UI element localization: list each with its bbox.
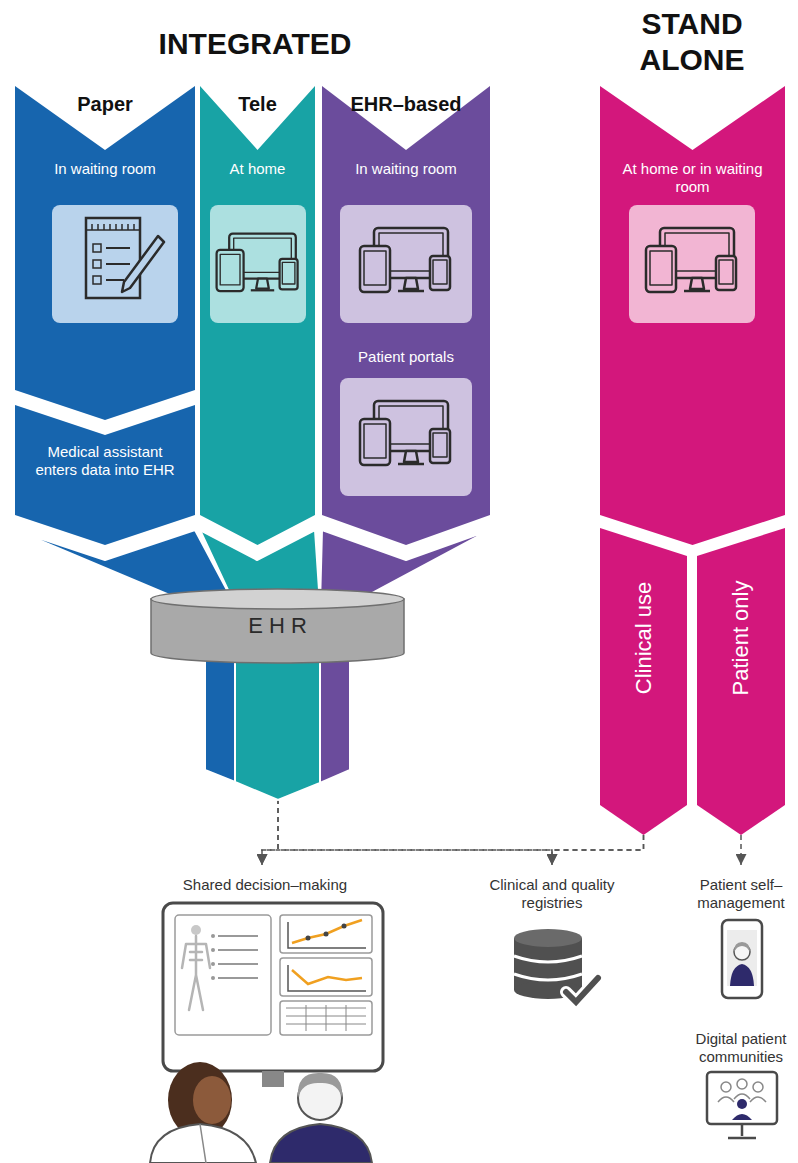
node-text: At home (208, 160, 307, 178)
node-text: Digital patient communities (687, 1030, 795, 1066)
registry-database-icon (514, 929, 598, 1002)
band-fill (697, 528, 785, 835)
node-text: E H R (158, 613, 397, 639)
ehr-cylinder: E H R (150, 588, 405, 664)
outcome-item: Shared decision–making (150, 866, 380, 898)
dashed-connector (262, 664, 278, 865)
dashed-connector (552, 835, 644, 865)
band-fill (322, 86, 490, 545)
text-slot: Clinical and quality registries (464, 876, 640, 912)
node-text: At home or in waiting room (618, 160, 768, 196)
node-text: Shared decision–making (155, 876, 375, 894)
input-band: Paper In waiting room (15, 86, 195, 420)
node-text: Patient only (728, 581, 754, 696)
band-heading: Tele (208, 92, 307, 116)
community-monitor-icon (707, 1072, 777, 1138)
chevron-band-outline (200, 86, 315, 545)
device-icon (340, 378, 472, 496)
chevron-band-outline (15, 86, 195, 420)
standalone-branch: Patient only (697, 528, 785, 835)
dashed-connector (740, 835, 742, 865)
text-slot: Shared decision–making (155, 876, 375, 894)
text-slot: E H R (158, 613, 397, 639)
device-icon (210, 205, 306, 323)
text-slot: In waiting room (23, 160, 187, 178)
standalone-branch: Clinical use (600, 528, 687, 835)
cylinder-top (151, 589, 404, 609)
chevron-band-outline (600, 86, 785, 545)
paper-form-icon (52, 205, 178, 323)
band-heading: EHR–based (330, 92, 482, 116)
outcome-item: Patient self–management (686, 866, 796, 916)
tele-funnel (200, 530, 320, 800)
text-slot: Paper (23, 92, 187, 116)
text-slot: Patient self–management (687, 876, 795, 912)
text-slot: Tele (208, 92, 307, 116)
input-band: Medical assistant enters data into EHR (15, 405, 195, 545)
outcome-item: Clinical and quality registries (462, 866, 642, 916)
text-slot: In waiting room (330, 160, 482, 178)
dashed-connector (262, 835, 644, 865)
band-fill (200, 86, 315, 545)
chevron-band-outline (322, 86, 490, 545)
section-heading: INTEGRATED (100, 26, 410, 62)
node-text: Clinical and quality registries (464, 876, 640, 912)
band-fill (15, 86, 195, 420)
label-slot: INTEGRATED (100, 26, 410, 62)
band-fill (600, 86, 785, 545)
shared-decision-illustration (150, 903, 383, 1163)
input-band: Tele At home (200, 86, 315, 545)
device-icon (340, 205, 472, 323)
node-text: Patient self–management (687, 876, 795, 912)
node-text: Clinical use (630, 582, 656, 695)
device-icon (629, 205, 755, 323)
phone-self-management-icon (722, 920, 762, 998)
section-heading: STAND ALONE (612, 6, 772, 78)
input-band: EHR–based In waiting roomPatient portals (322, 86, 490, 545)
text-slot: At home or in waiting room (618, 160, 768, 196)
outcome-item: Digital patient communities (686, 1020, 796, 1070)
standalone-band: At home or in waiting room (600, 86, 785, 545)
label-slot: STAND ALONE (612, 6, 772, 78)
band-fill (600, 528, 687, 835)
band-heading: Paper (23, 92, 187, 116)
dashed-connector (278, 664, 552, 865)
text-slot: At home (208, 160, 307, 178)
node-text: Patient portals (330, 348, 482, 366)
node-text: In waiting room (23, 160, 187, 178)
node-text: Medical assistant enters data into EHR (30, 443, 180, 479)
node-text: In waiting room (330, 160, 482, 178)
text-slot: Digital patient communities (687, 1030, 795, 1066)
band-fill (15, 405, 195, 545)
text-slot: Medical assistant enters data into EHR (30, 443, 180, 479)
text-slot: Patient portals (330, 348, 482, 366)
text-slot: EHR–based (330, 92, 482, 116)
